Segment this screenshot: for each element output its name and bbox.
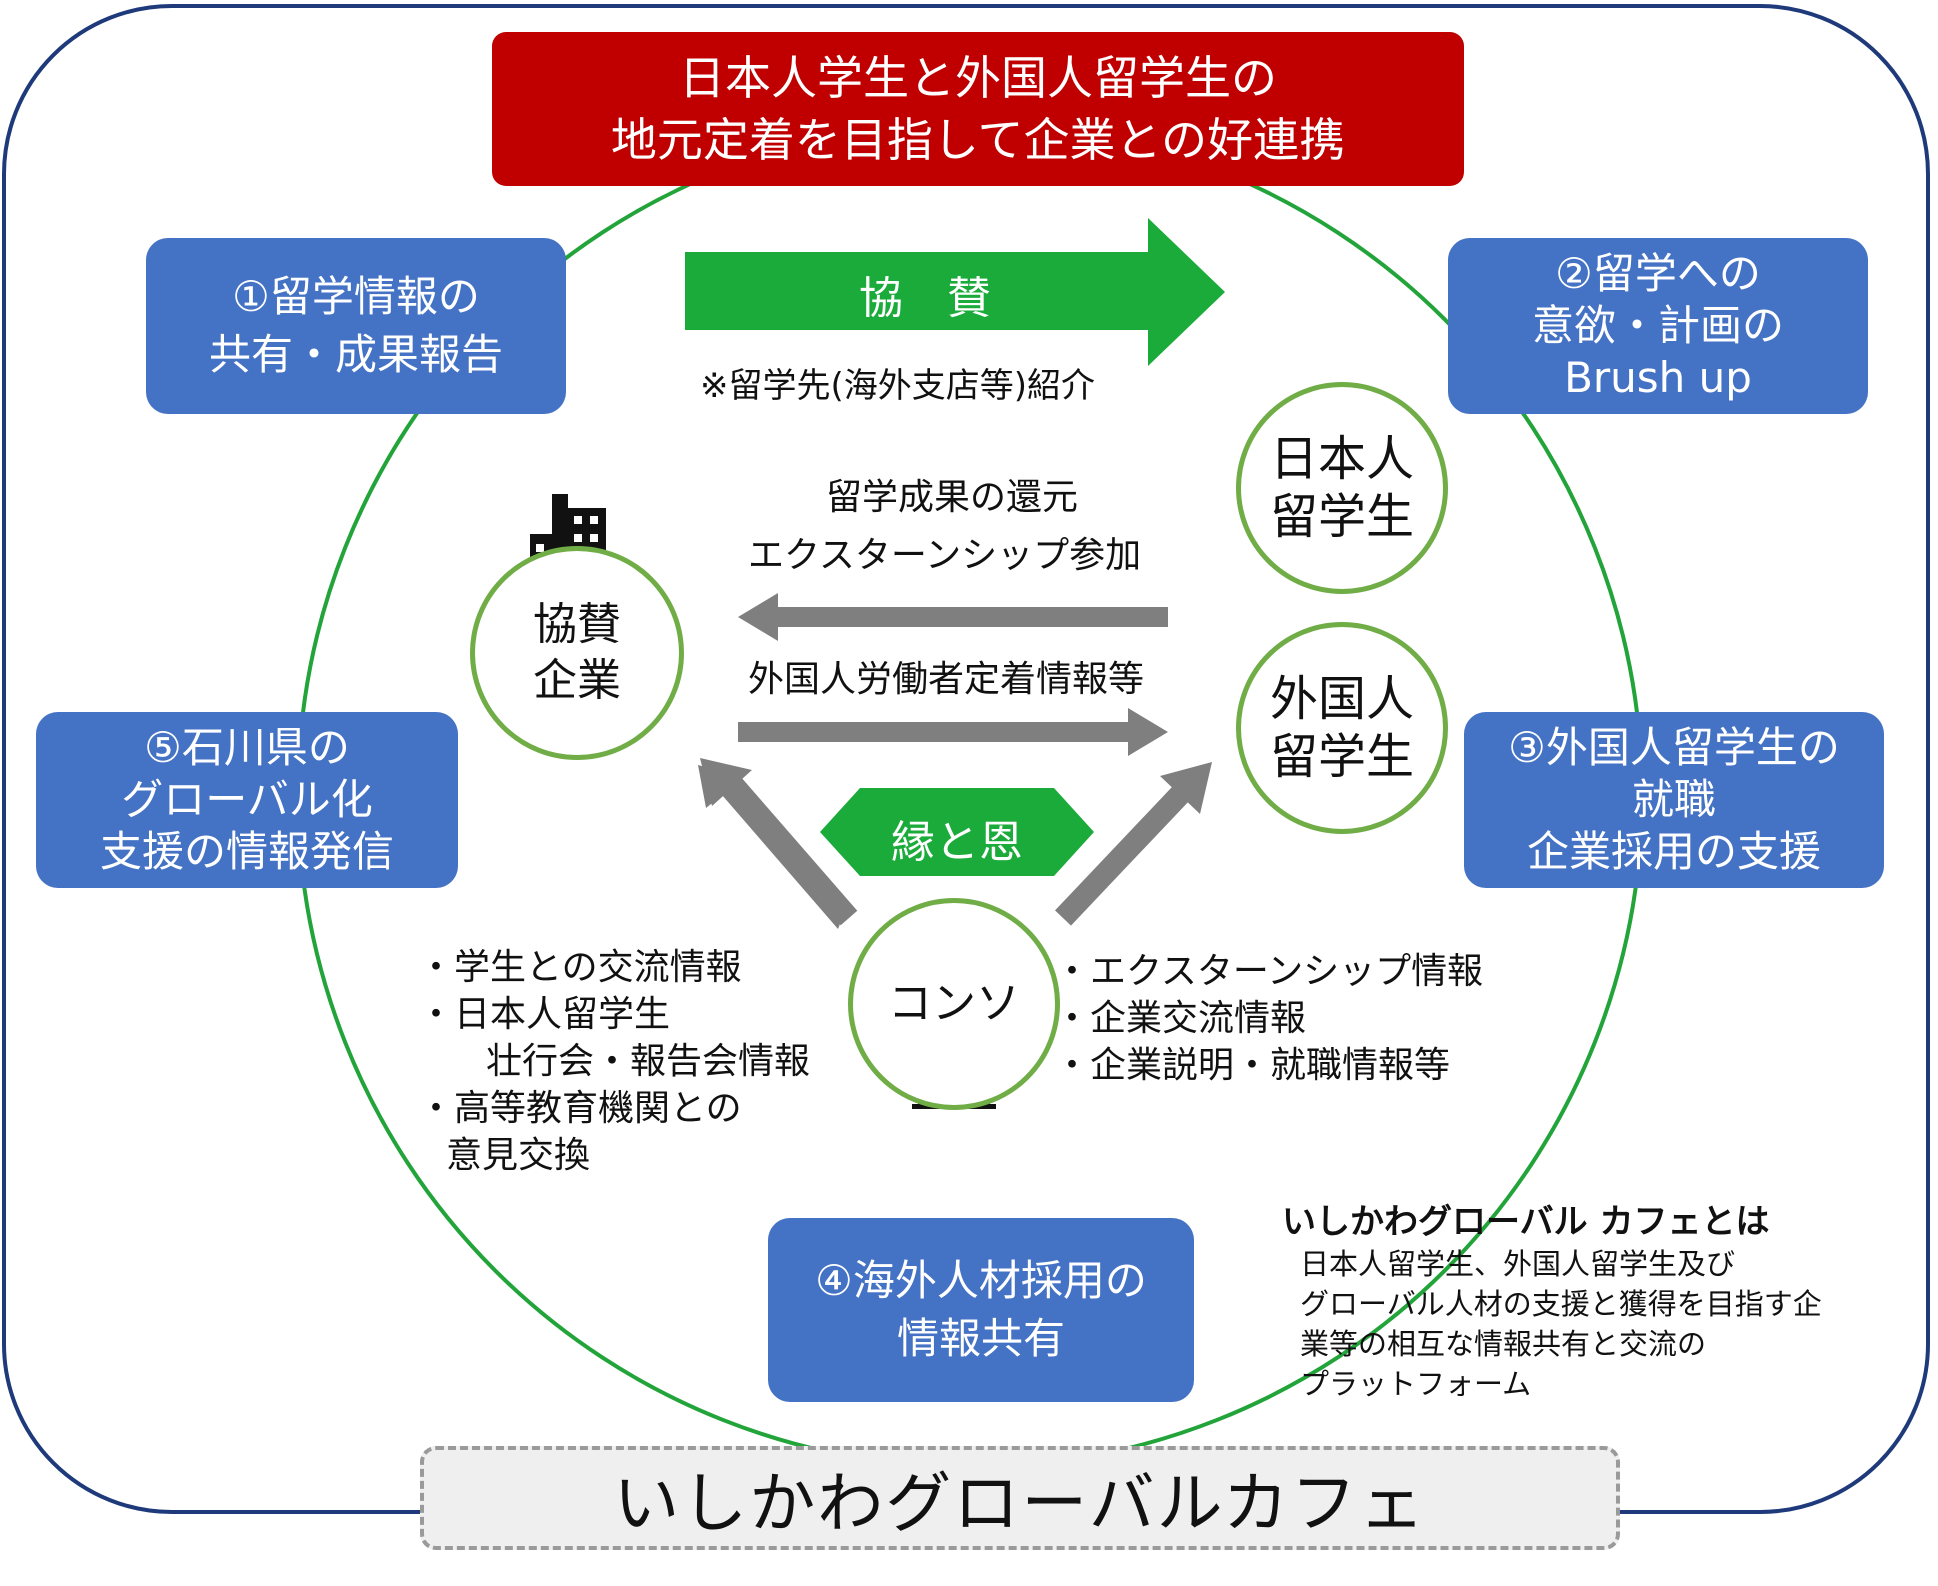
left-list-item: ・学生との交流情報 bbox=[418, 947, 742, 988]
consortium-to-company-arrow bbox=[698, 765, 840, 929]
about-line: 業等の相互な情報共有と交流の bbox=[1300, 1327, 1707, 1361]
box-overseas-talent: ④海外人材採用の 情報共有 bbox=[768, 1218, 1194, 1402]
left-list-item: 意見交換 bbox=[446, 1135, 591, 1176]
circle-foreign-students: 外国人 留学生 bbox=[1236, 622, 1448, 834]
box-share-results: ①留学情報の 共有・成果報告 bbox=[146, 238, 566, 414]
japanese-line2: 留学生 bbox=[1269, 489, 1414, 545]
box-foreign-employment: ③外国人留学生の 就職 企業採用の支援 bbox=[1464, 712, 1884, 888]
return-label-1: 留学成果の還元 bbox=[826, 477, 1079, 518]
sponsor-arrow-label: 協 賛 bbox=[859, 273, 991, 324]
box-globalization-info: ⑤石川県の グローバル化 支援の情報発信 bbox=[36, 712, 458, 888]
consortium-to-foreign-arrow bbox=[1160, 762, 1212, 814]
about-description: いしかわグローバル カフェとは 日本人留学生、外国人留学生及び グローバル人材の… bbox=[1282, 1200, 1922, 1404]
about-heading: いしかわグローバル カフェとは bbox=[1282, 1202, 1770, 1242]
box4-line1: ④海外人材採用の bbox=[815, 1256, 1147, 1305]
en-arrow bbox=[820, 788, 1094, 876]
box2-line1: ②留学への bbox=[1555, 249, 1761, 298]
about-line: グローバル人材の支援と獲得を目指す企 bbox=[1300, 1287, 1822, 1321]
left-list-item: ・高等教育機関との bbox=[418, 1088, 742, 1129]
sponsor-arrow bbox=[685, 218, 1225, 366]
about-line: プラットフォーム bbox=[1300, 1367, 1532, 1401]
box3-line3: 企業採用の支援 bbox=[1526, 827, 1821, 876]
foreign-line2: 留学生 bbox=[1269, 729, 1414, 785]
return-label-2: エクスターンシップ参加 bbox=[748, 535, 1142, 576]
goal-line-1: 日本人学生と外国人留学生の bbox=[679, 51, 1277, 105]
goal-line-2: 地元定着を目指して企業との好連携 bbox=[610, 113, 1346, 167]
consortium-label: コンソ bbox=[888, 978, 1020, 1029]
box5-line2: グローバル化 bbox=[121, 775, 373, 824]
box5-line1: ⑤石川県の bbox=[144, 723, 350, 772]
foreign-line1: 外国人 bbox=[1269, 671, 1414, 727]
return-arrow bbox=[738, 593, 1168, 641]
right-list-item: ・企業交流情報 bbox=[1054, 998, 1307, 1039]
box5-line3: 支援の情報発信 bbox=[99, 827, 394, 876]
left-list-item: ・日本人留学生 bbox=[418, 994, 671, 1035]
box2-line2: 意欲・計画の bbox=[1531, 301, 1784, 350]
box1-line1: ①留学情報の bbox=[232, 272, 480, 321]
right-list-item: ・エクスターンシップ情報 bbox=[1054, 951, 1484, 992]
consortium-list-right: ・エクスターンシップ情報 ・企業交流情報 ・企業説明・就職情報等 bbox=[1054, 948, 1483, 1089]
circle-consortium: コンソ bbox=[848, 898, 1060, 1110]
circle-sponsor-company: 協賛 企業 bbox=[470, 546, 684, 760]
box-motivation-plan: ②留学への 意欲・計画の Brush up bbox=[1448, 238, 1868, 414]
box4-line2: 情報共有 bbox=[896, 1314, 1065, 1363]
right-list-item: ・企業説明・就職情報等 bbox=[1054, 1045, 1451, 1086]
japanese-line1: 日本人 bbox=[1269, 431, 1414, 487]
consortium-list-left: ・学生との交流情報 ・日本人留学生 壮行会・報告会情報 ・高等教育機関との 意見… bbox=[418, 944, 810, 1179]
foreign-info-label: 外国人労働者定着情報等 bbox=[748, 659, 1145, 700]
en-arrow-label: 縁と恩 bbox=[891, 817, 1023, 868]
box1-line2: 共有・成果報告 bbox=[208, 330, 503, 379]
box3-line1: ③外国人留学生の bbox=[1508, 723, 1840, 772]
footer-title: いしかわグローバルカフェ bbox=[420, 1446, 1620, 1550]
foreign-info-arrow bbox=[738, 708, 1168, 756]
about-line: 日本人留学生、外国人留学生及び bbox=[1300, 1247, 1736, 1281]
company-line2: 企業 bbox=[533, 655, 621, 706]
sponsor-note: ※留学先(海外支店等)紹介 bbox=[700, 366, 1096, 406]
circle-japanese-students: 日本人 留学生 bbox=[1236, 382, 1448, 594]
box2-line3: Brush up bbox=[1564, 353, 1752, 402]
company-line1: 協賛 bbox=[533, 599, 621, 650]
left-list-item: 壮行会・報告会情報 bbox=[486, 1041, 811, 1082]
goal-banner: 日本人学生と外国人留学生の 地元定着を目指して企業との好連携 bbox=[492, 32, 1464, 186]
box3-line2: 就職 bbox=[1631, 775, 1716, 824]
